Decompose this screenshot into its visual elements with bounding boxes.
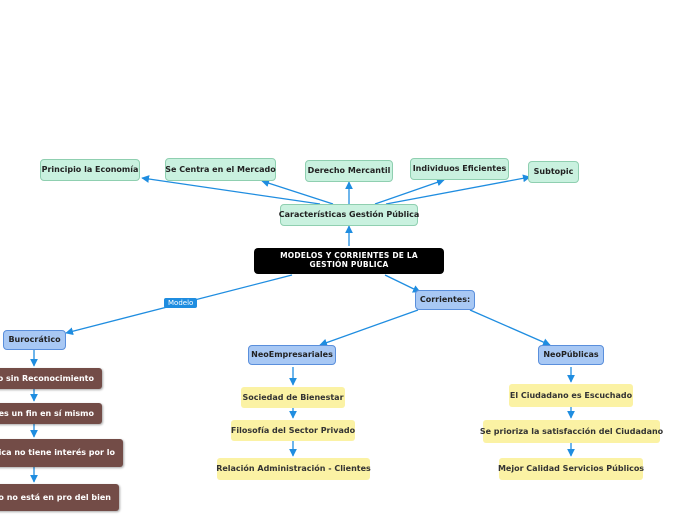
item-buro-bien[interactable]: blico no está en pro del bien xyxy=(0,484,119,511)
item-buro-fin-mismo[interactable]: do es un fin en sí mismo xyxy=(0,403,102,424)
topic-corrientes[interactable]: Corrientes: xyxy=(415,290,475,310)
connector-car-mercado xyxy=(261,179,334,205)
subtopic-generic[interactable]: Subtopic xyxy=(528,161,579,183)
connector-corr-neopublicas xyxy=(469,309,551,346)
item-satisfaccion-ciudadano[interactable]: Se prioriza la satisfacción del Ciudadan… xyxy=(480,420,663,443)
item-ciudadano-escuchado[interactable]: El Ciudadano es Escuchado xyxy=(509,384,633,407)
item-filosofia-sector-privado[interactable]: Filosofía del Sector Privado xyxy=(231,420,355,441)
connector-corr-neoempresariales xyxy=(319,309,419,347)
item-sociedad-bienestar[interactable]: Sociedad de Bienestar xyxy=(241,387,345,408)
item-relacion-administracion[interactable]: Relación Administración - Clientes xyxy=(216,458,371,480)
topic-neopublicas[interactable]: NeoPúblicas xyxy=(538,345,604,365)
subtopic-principio-economia[interactable]: Principio la Economía xyxy=(40,159,140,181)
topic-neoempresariales[interactable]: NeoEmpresariales xyxy=(248,345,336,365)
central-topic[interactable]: MODELOS Y CORRIENTES DE LA GESTIÓN PÚBLI… xyxy=(254,248,444,274)
subtopic-individuos-eficientes[interactable]: Individuos Eficientes xyxy=(410,158,509,180)
subtopic-centra-mercado[interactable]: Se Centra en el Mercado xyxy=(165,158,276,181)
relationship-label-modelo: Modelo xyxy=(164,298,198,308)
connector-car-subtopic xyxy=(385,174,531,205)
item-calidad-servicios[interactable]: Mejor Calidad Servicios Públicos xyxy=(498,458,644,480)
topic-burocratico[interactable]: Burocrático xyxy=(3,330,66,350)
topic-caracteristicas[interactable]: Características Gestión Pública xyxy=(279,204,419,226)
subtopic-derecho-mercantil[interactable]: Derecho Mercantil xyxy=(305,160,393,182)
connector-central-corrientes xyxy=(384,274,421,293)
connector-car-principio xyxy=(141,175,321,205)
connector-car-individuos xyxy=(374,178,445,205)
item-buro-interes[interactable]: ública no tiene interés por lo xyxy=(0,439,123,467)
item-buro-reconocimiento[interactable]: ano sin Reconocimiento xyxy=(0,368,102,389)
